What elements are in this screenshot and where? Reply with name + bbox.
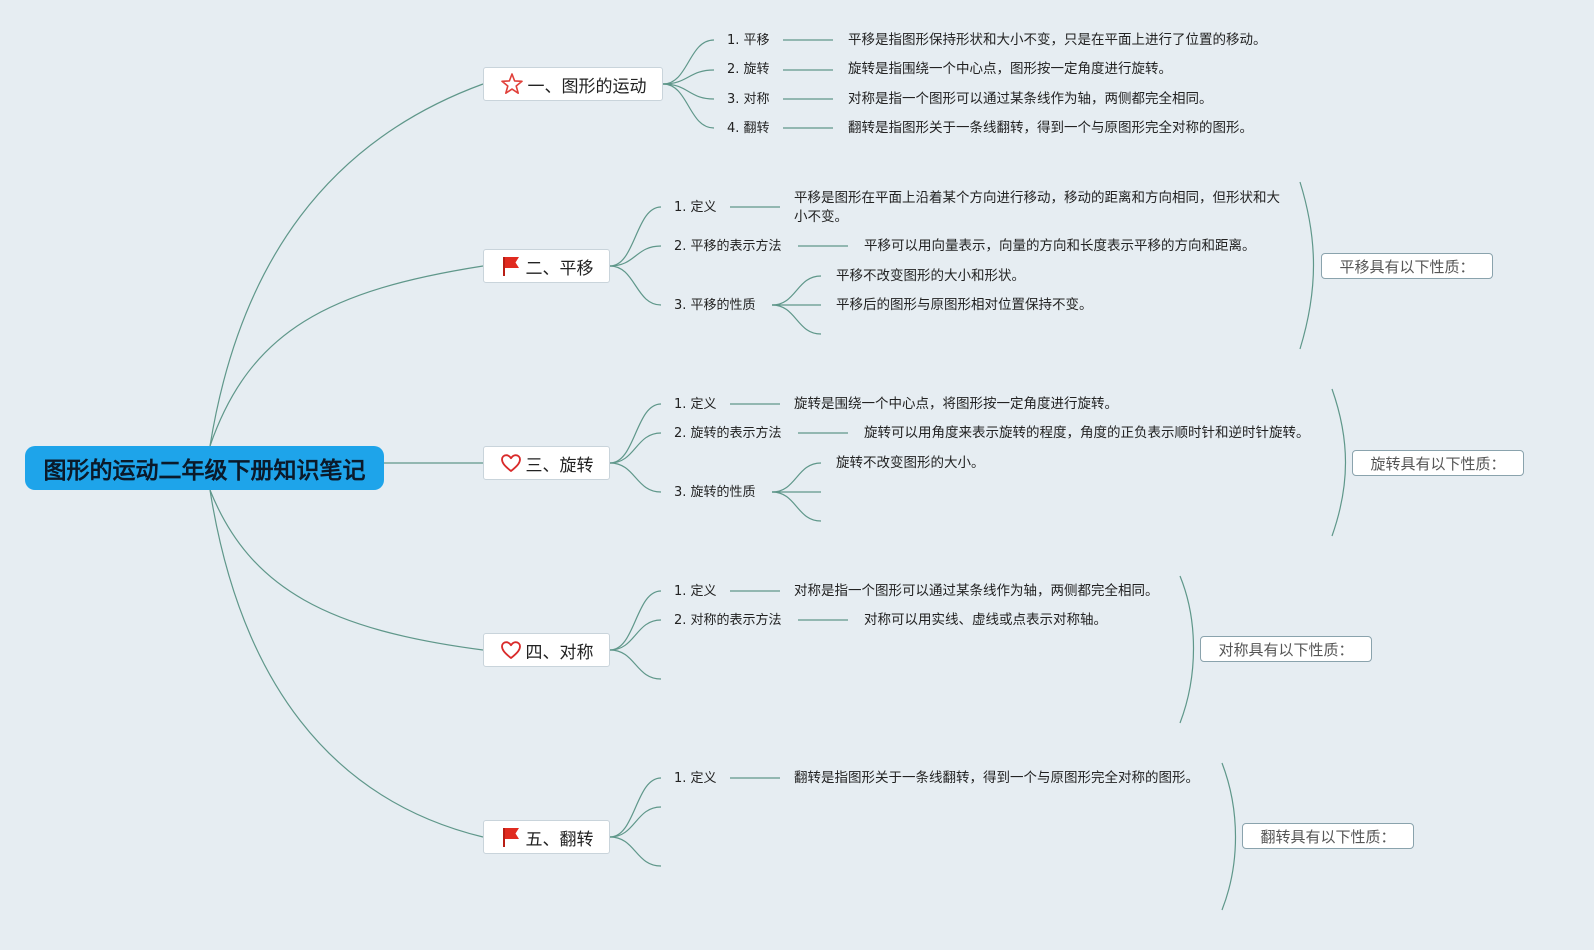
item-description: 对称是指一个图形可以通过某条线作为轴，两侧都完全相同。 [794,583,1159,599]
branch-rotation[interactable]: 三、旋转 [483,446,610,480]
branch-connector [609,806,662,838]
root-connector [209,83,484,447]
branch-connector [609,590,662,651]
item-label[interactable]: 2. 旋转 [727,62,770,77]
item-label[interactable]: 2. 平移的表示方法 [674,239,782,254]
root-connector [209,489,484,651]
branch-motion[interactable]: 一、图形的运动 [483,67,663,101]
item-description: 对称可以用实线、虚线或点表示对称轴。 [864,612,1107,628]
item-label[interactable]: 2. 旋转的表示方法 [674,426,782,441]
branch-connector [771,462,822,493]
branch-connector [662,69,715,85]
flag-icon [500,826,522,848]
branch-translation[interactable]: 二、平移 [483,249,610,283]
summary-label[interactable]: 翻转具有以下性质： [1242,823,1414,849]
root-connector [209,265,484,447]
branch-connector [609,619,662,651]
branch-symmetry[interactable]: 四、对称 [483,633,610,667]
item-description: 旋转是围绕一个中心点，将图形按一定角度进行旋转。 [794,396,1118,412]
item-label[interactable]: 1. 定义 [674,397,717,412]
branch-connector [609,432,662,464]
item-description: 翻转是指图形关于一条线翻转，得到一个与原图形完全对称的图形。 [848,120,1253,136]
root-topic[interactable]: 图形的运动二年级下册知识笔记 [25,446,384,490]
flag-icon [500,255,522,277]
branch-connector [609,265,662,306]
branch-label: 五、翻转 [525,829,594,850]
item-label[interactable]: 1. 定义 [674,584,717,599]
summary-label[interactable]: 旋转具有以下性质： [1352,450,1524,476]
branch-connector [771,275,822,306]
item-label[interactable]: 1. 平移 [727,33,770,48]
branch-connector [609,403,662,464]
branch-label: 三、旋转 [525,455,594,476]
item-label[interactable]: 3. 对称 [727,92,770,107]
item-label[interactable]: 2. 对称的表示方法 [674,613,782,628]
item-description: 平移是指图形保持形状和大小不变，只是在平面上进行了位置的移动。 [848,32,1267,48]
item-label[interactable]: 1. 定义 [674,200,717,215]
item-label[interactable]: 3. 旋转的性质 [674,485,756,500]
branch-connector [609,777,662,838]
branch-label: 四、对称 [525,642,594,663]
sub-item: 旋转不改变图形的大小。 [836,455,985,471]
item-description: 旋转是指围绕一个中心点，图形按一定角度进行旋转。 [848,61,1172,77]
branch-connector [771,491,822,522]
branch-connector [609,649,662,680]
item-description: 旋转可以用角度来表示旋转的程度，角度的正负表示顺时针和逆时针旋转。 [864,425,1310,441]
branch-connector [662,83,715,129]
branch-connector [609,206,662,267]
branch-connector [662,39,715,85]
star-icon [500,72,524,96]
summary-bracket [1179,575,1195,724]
branch-connector [609,245,662,267]
branch-connector [609,462,662,493]
branch-connector [609,836,662,867]
sub-item: 平移后的图形与原图形相对位置保持不变。 [836,297,1093,313]
branch-label: 二、平移 [525,258,594,279]
summary-bracket [1331,388,1347,537]
summary-label[interactable]: 平移具有以下性质： [1321,253,1493,279]
item-label[interactable]: 4. 翻转 [727,121,770,136]
sub-item: 平移不改变图形的大小和形状。 [836,268,1025,284]
summary-label[interactable]: 对称具有以下性质： [1200,636,1372,662]
branch-connector [771,304,822,335]
branch-connector [662,83,715,100]
heart-icon [500,452,522,474]
branch-flip[interactable]: 五、翻转 [483,820,610,854]
item-description: 翻转是指图形关于一条线翻转，得到一个与原图形完全对称的图形。 [794,770,1199,786]
summary-bracket [1299,181,1315,350]
item-label[interactable]: 3. 平移的性质 [674,298,756,313]
summary-bracket [1221,762,1237,911]
heart-icon [500,639,522,661]
item-description: 平移是图形在平面上沿着某个方向进行移动，移动的距离和方向相同，但形状和大小不变。 [794,190,1280,225]
branch-label: 一、图形的运动 [527,76,647,97]
item-description: 平移可以用向量表示，向量的方向和长度表示平移的方向和距离。 [864,238,1256,254]
root-connector [209,489,484,838]
item-description: 对称是指一个图形可以通过某条线作为轴，两侧都完全相同。 [848,91,1213,107]
item-label[interactable]: 1. 定义 [674,771,717,786]
